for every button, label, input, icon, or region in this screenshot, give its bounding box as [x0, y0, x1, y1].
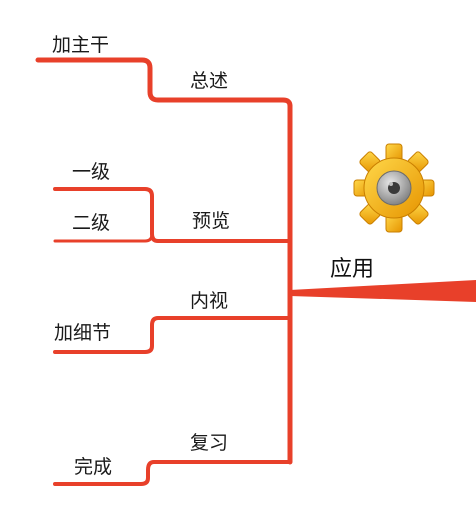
branch-line-review	[53, 460, 292, 486]
branch-label-inner-view: 内视	[190, 290, 229, 312]
sub-label-level-one: 一级	[72, 161, 111, 183]
sub-label-add-trunk: 加主干	[52, 34, 110, 56]
branch-line-overview	[35, 57, 293, 109]
branch-label-overview: 总述	[190, 70, 229, 92]
sub-label-complete: 完成	[74, 456, 113, 478]
root-label: 应用	[330, 257, 375, 282]
gear-icon	[353, 143, 435, 233]
root-connector	[290, 280, 476, 302]
sub-label-add-detail: 加细节	[54, 322, 112, 344]
sub-line-level2	[53, 232, 154, 243]
branch-label-review: 复习	[190, 432, 229, 454]
branch-label-preview: 预览	[192, 210, 231, 232]
branch-line-preview	[53, 187, 292, 243]
sub-label-level-two: 二级	[72, 212, 111, 234]
branch-line-inner	[53, 316, 292, 354]
